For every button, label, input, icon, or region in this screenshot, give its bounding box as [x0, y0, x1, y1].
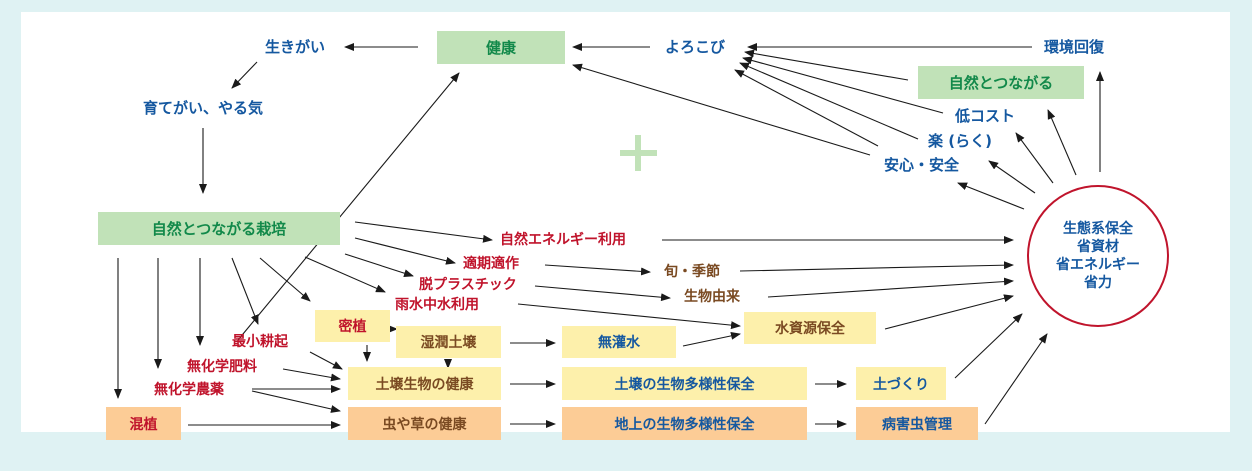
- dojo-tayosei-box: 土壌の生物多様性保全: [562, 367, 807, 400]
- arrow-byogai-to-goal: [984, 333, 1048, 425]
- mukansui-box: 無灌水: [562, 326, 676, 358]
- dojo-seibutsu-label: 土壌生物の健康: [375, 376, 474, 393]
- arrow-raku-to-yorokobi: [739, 62, 919, 140]
- arrow-cult-to-datsu: [344, 253, 414, 278]
- mizu-shigen-box: 水資源保全: [744, 312, 876, 344]
- arrow-tsuchi-to-goal: [954, 313, 1023, 379]
- goal-line-3: 省エネルギー: [1056, 257, 1140, 273]
- seibutsu-yurai-label: 生物由来: [684, 289, 740, 305]
- sodategai-label: 育てがい、やる気: [143, 99, 264, 117]
- anshin-label: 安心・安全: [884, 156, 960, 174]
- arrow-cult-to-tekki: [354, 237, 456, 265]
- arrow-cult-to-usui: [304, 256, 386, 293]
- arrow-ikigai-to-sodategai: [231, 61, 258, 89]
- practice-mukagaku-hiryo: 無化学肥料: [187, 359, 257, 375]
- goal-line-2: 省資材: [1077, 238, 1119, 255]
- mukansui-label: 無灌水: [598, 335, 640, 351]
- mizu-shigen-label: 水資源保全: [775, 321, 845, 337]
- arrow-shun-to-goal: [739, 261, 1014, 272]
- arrow-usui-to-mizu: [517, 303, 741, 330]
- arrow-cult-to-energy: [354, 221, 493, 243]
- mushi-kusa-box: 虫や草の健康: [348, 407, 501, 440]
- arrow-mukansui-to-mizu: [682, 331, 741, 347]
- arrow-mizu-to-goal: [884, 294, 1014, 330]
- arrow-datsu-to-seibutsu: [534, 285, 671, 302]
- practice-tekki-tekisaku: 適期適作: [463, 256, 519, 272]
- arrow-cult-to-saisho: [231, 257, 259, 325]
- goal-line-4: 省力: [1084, 275, 1112, 292]
- cultivation-box: 自然とつながる栽培: [98, 212, 340, 245]
- konshoku-label: 混植: [129, 416, 158, 433]
- shitsujun-dojo-label: 湿潤土壌: [420, 335, 477, 351]
- practice-shizen-energy: 自然エネルギー利用: [500, 232, 626, 248]
- dojo-seibutsu-box: 土壌生物の健康: [348, 367, 501, 400]
- practice-usui-chusui: 雨水中水利用: [395, 297, 479, 313]
- arrow-saisho-to-dojo: [309, 351, 343, 370]
- shun-kisetsu-label: 旬・季節: [664, 264, 720, 280]
- low-cost-label: 低コスト: [955, 107, 1016, 125]
- kenko-box: 健康: [437, 31, 565, 64]
- arrow-kenko-from-bottom: [237, 72, 460, 341]
- practice-mukagaku-noyaku: 無化学農薬: [154, 382, 224, 398]
- arrow-shizen-to-yorokobi: [744, 49, 909, 81]
- arrow-seibutsu-to-goal: [767, 277, 1014, 298]
- arrow-anshin-to-kenko: [572, 63, 871, 156]
- plus-symbol-vertical: [635, 135, 641, 171]
- arrow-goal-to-shizen: [1047, 109, 1077, 176]
- goal-circle: 生態系保全 省資材 省エネルギー 省力: [1027, 185, 1169, 327]
- shizen-tsunagaru-box: 自然とつながる: [918, 66, 1084, 99]
- goal-line-1: 生態系保全: [1063, 220, 1133, 237]
- practice-datsu-plastic: 脱プラスチック: [419, 277, 517, 293]
- mitsushoku-label: 密植: [338, 319, 367, 335]
- arrow-lowcost-to-yorokobi: [742, 56, 944, 114]
- tsuchizukuri-label: 土づくり: [873, 376, 929, 393]
- cultivation-label: 自然とつながる栽培: [151, 220, 287, 238]
- arrow-noyaku-to-mushi: [251, 390, 341, 413]
- mushi-kusa-label: 虫や草の健康: [382, 416, 467, 433]
- arrow-tekki-to-shun: [544, 264, 651, 276]
- kenko-label: 健康: [485, 39, 516, 57]
- arrow-goal-to-raku: [988, 160, 1036, 194]
- kankyo-kaifuku-label: 環境回復: [1044, 38, 1105, 56]
- ikigai-label: 生きがい: [265, 38, 326, 56]
- byogaichu-label: 病害虫管理: [882, 416, 952, 433]
- arrow-anshin-to-yorokobi: [734, 69, 879, 147]
- arrow-goal-to-anshin: [957, 182, 1025, 210]
- shizen-tsunagaru-label: 自然とつながる: [948, 74, 1054, 92]
- arrow-hiryo-to-dojo: [282, 368, 341, 382]
- mitsushoku-box: 密植: [315, 310, 390, 342]
- yorokobi-label: よろこび: [665, 38, 726, 56]
- raku-label: 楽 (らく): [928, 132, 992, 150]
- tsuchizukuri-box: 土づくり: [856, 367, 946, 400]
- arrow-goal-to-lowcost: [1015, 132, 1054, 184]
- konshoku-box: 混植: [106, 407, 181, 440]
- shitsujun-dojo-box: 湿潤土壌: [396, 326, 501, 358]
- dojo-tayosei-label: 土壌の生物多様性保全: [614, 376, 755, 393]
- arrow-cult-to-mitsushoku: [259, 257, 311, 302]
- practice-saisho-koki: 最小耕起: [232, 334, 288, 350]
- byogaichu-box: 病害虫管理: [856, 407, 978, 440]
- chijo-tayosei-label: 地上の生物多様性保全: [614, 416, 755, 433]
- chijo-tayosei-box: 地上の生物多様性保全: [562, 407, 807, 440]
